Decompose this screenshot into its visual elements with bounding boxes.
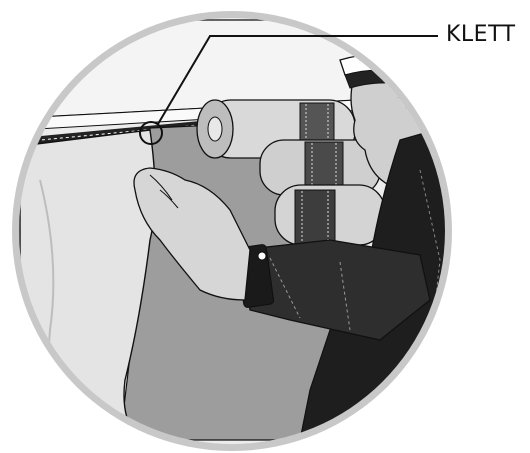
- cuff-button: [258, 252, 266, 260]
- callout-label-klett: KLETT: [446, 22, 516, 47]
